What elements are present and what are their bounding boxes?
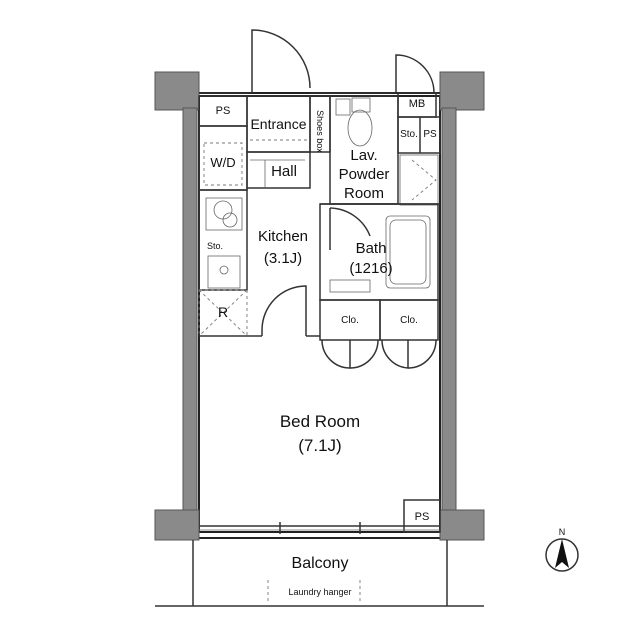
hall-label: Hall bbox=[271, 163, 297, 180]
bath-name-label: Bath bbox=[355, 240, 387, 257]
hall-box bbox=[246, 151, 311, 189]
laundry-hanger-label: Laundry hanger bbox=[288, 587, 352, 597]
shoes-box-label: Shoes box bbox=[315, 110, 326, 153]
wall-right bbox=[441, 107, 457, 513]
sto-kitchen-label: Sto. bbox=[206, 241, 223, 251]
fridge-label: R bbox=[217, 304, 229, 320]
entrance-door bbox=[251, 29, 311, 93]
kitchen-size-label: (3.1J) bbox=[263, 250, 303, 267]
kitchen-door bbox=[261, 285, 307, 336]
lav-label-3: Room bbox=[343, 185, 384, 202]
sto-ps-right-box bbox=[397, 116, 441, 154]
bathtub-icon bbox=[385, 215, 431, 289]
wall-left bbox=[182, 107, 198, 513]
compass-label: N bbox=[558, 527, 566, 537]
entrance-label: Entrance bbox=[250, 116, 307, 132]
ps-bottom-label: PS bbox=[414, 511, 430, 523]
lav-label-1: Lav. bbox=[350, 147, 378, 164]
ps-bottom-box bbox=[403, 499, 441, 533]
pillar-bottom-left bbox=[154, 509, 200, 541]
pillar-top-left bbox=[154, 71, 200, 111]
closet-right bbox=[379, 299, 439, 341]
toilet-icon bbox=[347, 109, 373, 147]
fridge-box bbox=[198, 289, 248, 337]
compass-arrow bbox=[555, 539, 569, 568]
ps-top-label: PS bbox=[215, 105, 231, 117]
sink-icon bbox=[207, 255, 241, 289]
pillar-bottom-right bbox=[439, 509, 485, 541]
closet-left-label: Clo. bbox=[341, 315, 359, 326]
closet-right-label: Clo. bbox=[400, 315, 418, 326]
balcony-label: Balcony bbox=[291, 555, 349, 572]
wd-label: W/D bbox=[210, 155, 236, 170]
pillar-top-right bbox=[439, 71, 485, 111]
lav-label-2: Powder bbox=[338, 166, 390, 183]
bedroom-size-label: (7.1J) bbox=[298, 436, 342, 455]
mb-label: MB bbox=[408, 98, 426, 110]
bedroom-name-label: Bed Room bbox=[279, 412, 361, 431]
bath-door bbox=[329, 207, 371, 237]
mb-door bbox=[395, 54, 435, 94]
bath-size-label: (1216) bbox=[349, 260, 393, 277]
ps-right-label: PS bbox=[423, 129, 437, 140]
kitchen-name-label: Kitchen bbox=[257, 228, 309, 245]
sto-top-label: Sto. bbox=[400, 129, 418, 140]
